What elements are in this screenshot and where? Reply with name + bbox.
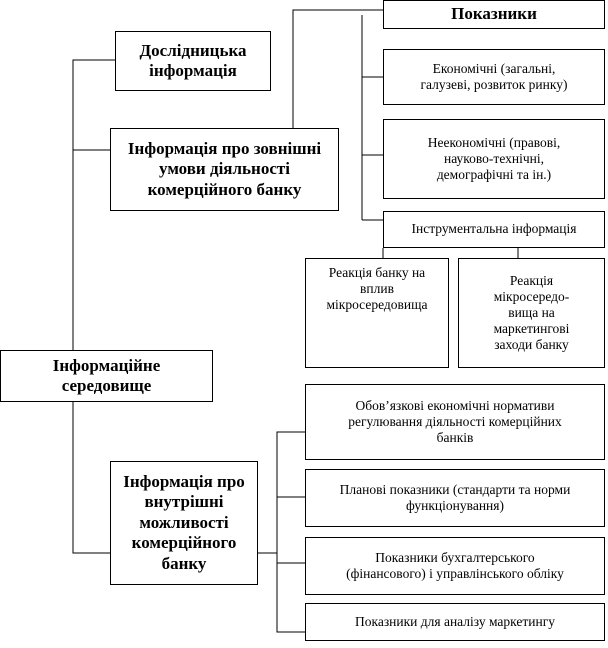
node-external-conditions: Інформація про зовнішні умови діяльності… [110,128,339,211]
node-noneconomic: Неекономічні (правові, науково-технічні,… [383,119,605,199]
node-research-information: Дослідницька інформація [115,31,271,91]
node-indicators: Показники [383,0,605,29]
connector-internal [72,402,110,554]
node-mandatory-norms: Обов’язкові економічні нормативи регулюв… [305,384,605,460]
node-planned-indicators: Планові показники (стандарти та норми фу… [305,469,605,527]
node-information-environment: Інформаційне середовище [0,350,213,402]
node-marketing-indicators: Показники для аналізу маркетингу [305,603,605,641]
connector-external-indicators [292,9,383,128]
connector-research [72,59,115,350]
connector-accounting [276,553,305,633]
connector-internal-spine [258,431,305,554]
node-reaction-micro: Реакція мікросередо- вища на маркетингов… [458,258,605,368]
node-reaction-bank: Реакція банку на вплив мікросередовища [305,258,449,368]
node-instrumental: Інструментальна інформація [383,211,605,248]
node-accounting-indicators: Показники бухгалтерського (фінансового) … [305,537,605,595]
node-internal-capabilities: Інформація про внутрішні можливості коме… [110,461,258,585]
node-economic: Економічні (загальні, галузеві, розвиток… [383,49,605,105]
